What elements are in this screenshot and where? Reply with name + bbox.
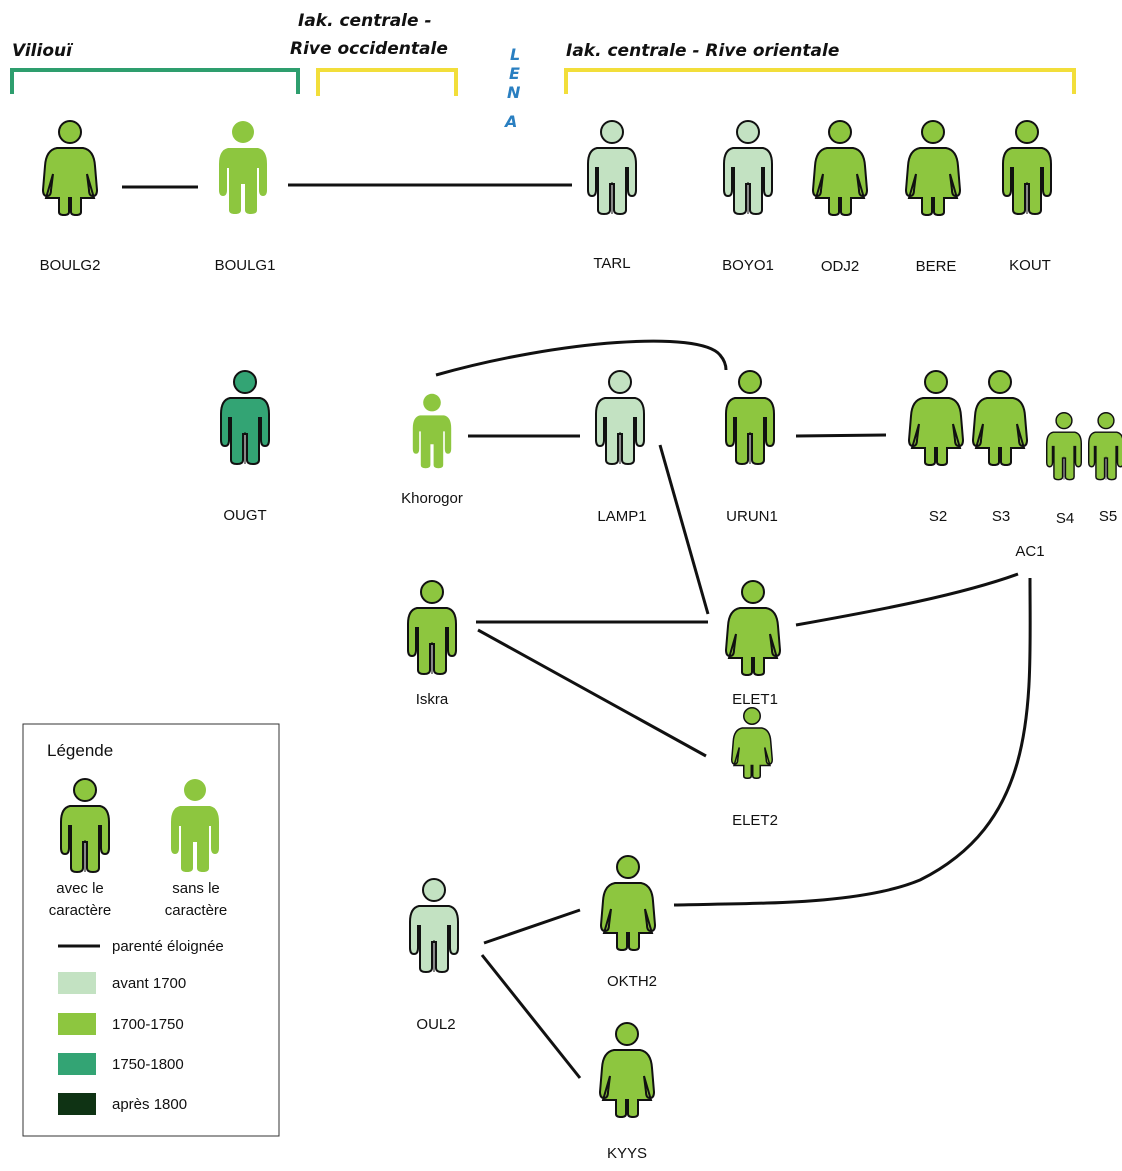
label-s3: S3	[992, 508, 1010, 525]
label-khorogor: Khorogor	[401, 490, 463, 507]
legend-swatch-1700-1750	[58, 1013, 96, 1035]
person-figure-khorogor	[412, 393, 452, 469]
person-figure-kyys	[599, 1022, 655, 1118]
person-figure-iskra	[407, 580, 457, 675]
label-urun1: URUN1	[726, 508, 778, 525]
person-figure-s3	[972, 370, 1028, 466]
label-boyo1: BOYO1	[722, 257, 774, 274]
region-label-iak-west-1: Iak. centrale -	[298, 11, 432, 31]
legend-period-2: 1700-1750	[112, 1016, 184, 1033]
person-figure-elet2	[731, 707, 773, 779]
person-figure-oul2	[409, 878, 459, 973]
label-tarl: TARL	[593, 255, 630, 272]
relation-line	[477, 628, 707, 758]
label-s5: S5	[1099, 508, 1117, 525]
relation-line	[435, 339, 728, 377]
relation-line	[480, 954, 582, 1079]
person-figure-urun1	[725, 370, 775, 465]
person-figure-boulg1	[219, 121, 267, 214]
label-oul2: OUL2	[416, 1016, 455, 1033]
label-boulg2: BOULG2	[40, 257, 101, 274]
iak-west-bracket	[316, 68, 458, 96]
legend-with-char-1: avec le	[56, 880, 104, 897]
legend-title: Légende	[47, 741, 113, 760]
legend-period-1: avant 1700	[112, 975, 186, 992]
label-kyys: KYYS	[607, 1145, 647, 1162]
river-label-e: E	[509, 64, 520, 83]
relation-line	[795, 572, 1019, 627]
viliouy-bracket	[10, 68, 300, 94]
person-figure-boyo1	[723, 120, 773, 215]
legend-period-4: après 1800	[112, 1096, 187, 1113]
label-boulg1: BOULG1	[215, 257, 276, 274]
label-lamp1: LAMP1	[597, 508, 646, 525]
label-elet2: ELET2	[732, 812, 778, 829]
person-figure-kout	[1002, 120, 1052, 215]
person-figure-bere	[905, 120, 961, 216]
person-labels: BOULG2 BOULG1 TARL BOYO1 ODJ2 BERE KOUT …	[40, 255, 1118, 1162]
person-figure-okth2	[600, 855, 656, 951]
label-odj2: ODJ2	[821, 258, 859, 275]
label-kout: KOUT	[1009, 257, 1051, 274]
river-label-l: L	[510, 45, 520, 64]
person-figure-lamp1	[595, 370, 645, 465]
label-s2: S2	[929, 508, 947, 525]
legend-swatch-1750-1800	[58, 1053, 96, 1075]
label-okth2: OKTH2	[607, 973, 657, 990]
label-s4: S4	[1056, 510, 1074, 527]
legend-relation-label: parenté éloignée	[112, 938, 224, 955]
legend-with-char-2: caractère	[49, 902, 112, 919]
legend-swatch-avant-1700	[58, 972, 96, 994]
label-ac1: AC1	[1015, 543, 1044, 560]
label-ougt: OUGT	[223, 507, 266, 524]
relation-line	[658, 444, 710, 615]
person-figure-s5	[1087, 412, 1122, 481]
legend-swatch-apres-1800	[58, 1093, 96, 1115]
river-label-n: N	[507, 83, 521, 102]
label-bere: BERE	[916, 258, 957, 275]
river-label-a: A	[503, 112, 517, 131]
region-brackets	[10, 68, 1076, 96]
label-elet1: ELET1	[732, 691, 778, 708]
person-figure-s4	[1045, 412, 1083, 481]
relation-line	[795, 433, 887, 438]
person-figure-tarl	[587, 120, 637, 215]
person-figure-boulg2	[42, 120, 98, 216]
legend-period-3: 1750-1800	[112, 1056, 184, 1073]
relation-line	[483, 908, 581, 945]
legend-without-char-2: caractère	[165, 902, 228, 919]
region-label-iak-west-2: Rive occidentale	[290, 39, 448, 59]
relation-line	[673, 577, 1032, 907]
person-figure-s2	[908, 370, 964, 466]
legend: Légende avec le caractère sans le caract…	[22, 723, 280, 1137]
region-label-viliouy: Viliouï	[12, 41, 74, 61]
legend-without-char-1: sans le	[172, 880, 220, 897]
label-iskra: Iskra	[416, 691, 449, 708]
iak-east-bracket	[564, 68, 1076, 94]
region-label-iak-east: Iak. centrale - Rive orientale	[566, 41, 839, 61]
person-figure-odj2	[812, 120, 868, 216]
relation-lines	[122, 183, 1032, 1079]
person-figure-ougt	[220, 370, 270, 465]
person-figure-elet1	[725, 580, 781, 676]
